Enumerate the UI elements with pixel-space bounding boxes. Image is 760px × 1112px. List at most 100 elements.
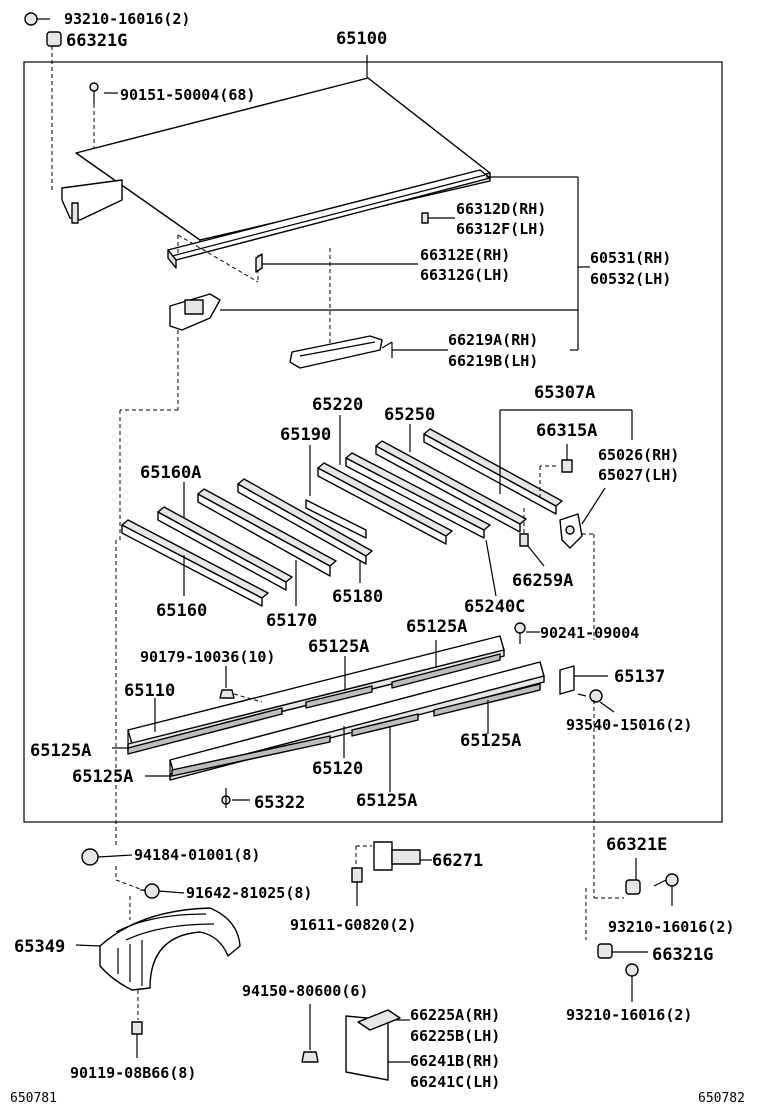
crossmember-65160a bbox=[157, 506, 293, 591]
part-number-label: 65120 bbox=[312, 759, 363, 779]
part-number-label: 66315A bbox=[536, 421, 597, 441]
part-number-label: 65125A bbox=[406, 617, 467, 637]
part-number-label: 90179-10036(10) bbox=[140, 648, 275, 666]
part-number-label: 93540-15016(2) bbox=[566, 716, 692, 734]
part-number-label: 90151-50004(68) bbox=[120, 86, 255, 104]
part-number-label: 65110 bbox=[124, 681, 175, 701]
nut-icon bbox=[625, 879, 641, 895]
nut-icon bbox=[46, 31, 62, 47]
figure-number: 650781 bbox=[10, 1091, 57, 1106]
part-number-label: 65322 bbox=[254, 793, 305, 813]
part-number-label: 94184-01001(8) bbox=[134, 846, 260, 864]
part-number-label: 60531(RH) bbox=[590, 249, 671, 267]
part-number-label: 66312G(LH) bbox=[420, 266, 510, 284]
nut-icon bbox=[597, 943, 613, 959]
part-number-label: 66225B(LH) bbox=[410, 1027, 500, 1045]
part-number-label: 91642-81025(8) bbox=[186, 884, 312, 902]
part-number-label: 65160 bbox=[156, 601, 207, 621]
crossmember-65240c bbox=[345, 452, 491, 539]
bolt-icon bbox=[514, 622, 526, 644]
tailgate-bracket bbox=[559, 513, 583, 549]
clip-icon bbox=[255, 253, 263, 273]
part-number-label: 65125A bbox=[356, 791, 417, 811]
part-number-label: 66312E(RH) bbox=[420, 246, 510, 264]
part-number-label: 93210-16016(2) bbox=[608, 918, 734, 936]
grommet-icon bbox=[81, 848, 99, 866]
part-number-label: 65100 bbox=[336, 29, 387, 49]
hinge-bracket bbox=[61, 179, 123, 224]
part-number-label: 93210-16016(2) bbox=[566, 1006, 692, 1024]
part-number-label: 94150-80600(6) bbox=[242, 982, 368, 1000]
bolt-icon bbox=[351, 867, 363, 906]
part-number-label: 65240C bbox=[464, 597, 525, 617]
clip-icon bbox=[373, 841, 421, 871]
part-number-label: 65125A bbox=[460, 731, 521, 751]
part-number-label: 66241C(LH) bbox=[410, 1073, 500, 1091]
part-number-label: 65170 bbox=[266, 611, 317, 631]
part-number-label: 66241B(RH) bbox=[410, 1052, 500, 1070]
strip-65125a bbox=[351, 713, 419, 737]
bolt-icon bbox=[577, 689, 603, 703]
part-number-label: 65137 bbox=[614, 667, 665, 687]
part-number-label: 66321G bbox=[652, 945, 713, 965]
mud-guard bbox=[99, 907, 241, 991]
part-number-label: 65027(LH) bbox=[598, 466, 679, 484]
part-number-label: 66321G bbox=[66, 31, 127, 51]
crossmember-65190 bbox=[305, 499, 367, 539]
mud-flap bbox=[345, 1009, 401, 1081]
strip-65125a bbox=[391, 653, 501, 689]
side-bracket bbox=[169, 293, 221, 331]
figure-number: 650782 bbox=[698, 1091, 745, 1106]
clip-icon bbox=[519, 533, 529, 547]
strip-65125a bbox=[305, 685, 373, 709]
part-number-label: 66271 bbox=[432, 851, 483, 871]
crossmember-65307a bbox=[423, 428, 563, 515]
part-number-label: 65190 bbox=[280, 425, 331, 445]
strip-65125a bbox=[127, 707, 283, 755]
part-number-label: 65026(RH) bbox=[598, 446, 679, 464]
part-number-label: 65125A bbox=[30, 741, 91, 761]
part-number-label: 66321E bbox=[606, 835, 667, 855]
crossmember-65160 bbox=[121, 519, 269, 607]
crossmember-65180 bbox=[237, 478, 373, 565]
bolt-icon bbox=[625, 963, 639, 977]
stop-bracket bbox=[559, 665, 575, 695]
front-rail bbox=[167, 169, 491, 269]
assembly-frame bbox=[23, 61, 723, 823]
bolt-icon bbox=[653, 873, 679, 887]
part-number-label: 65220 bbox=[312, 395, 363, 415]
part-number-label: 66225A(RH) bbox=[410, 1006, 500, 1024]
part-number-label: 66259A bbox=[512, 571, 573, 591]
part-number-label: 66219B(LH) bbox=[448, 352, 538, 370]
nut-icon bbox=[301, 1051, 319, 1063]
crossmember-65250 bbox=[375, 440, 527, 533]
part-number-label: 65250 bbox=[384, 405, 435, 425]
screw-icon bbox=[221, 788, 231, 808]
part-number-label: 65160A bbox=[140, 463, 201, 483]
part-number-label: 65307A bbox=[534, 383, 595, 403]
part-number-label: 65349 bbox=[14, 937, 65, 957]
screw-icon bbox=[131, 1021, 143, 1058]
part-number-label: 91611-G0820(2) bbox=[290, 916, 416, 934]
part-number-label: 66312F(LH) bbox=[456, 220, 546, 238]
part-number-label: 65125A bbox=[72, 767, 133, 787]
pin-icon bbox=[421, 212, 429, 224]
part-number-label: 90119-08B66(8) bbox=[70, 1064, 196, 1082]
part-number-label: 65125A bbox=[308, 637, 369, 657]
part-number-label: 93210-16016(2) bbox=[64, 10, 190, 28]
bolt-icon bbox=[140, 883, 160, 899]
part-number-label: 90241-09004 bbox=[540, 624, 639, 642]
brace-plate bbox=[289, 335, 383, 369]
part-number-label: 66312D(RH) bbox=[456, 200, 546, 218]
part-number-label: 66219A(RH) bbox=[448, 331, 538, 349]
bolt-icon bbox=[24, 12, 50, 26]
strip-65125a bbox=[171, 735, 331, 777]
part-number-label: 60532(LH) bbox=[590, 270, 671, 288]
clip-icon bbox=[561, 459, 573, 473]
crossmember-65220 bbox=[317, 462, 453, 545]
part-number-label: 65180 bbox=[332, 587, 383, 607]
strip-65125a bbox=[433, 683, 541, 717]
crossmember-65170 bbox=[197, 488, 337, 577]
nut-icon bbox=[219, 689, 235, 699]
